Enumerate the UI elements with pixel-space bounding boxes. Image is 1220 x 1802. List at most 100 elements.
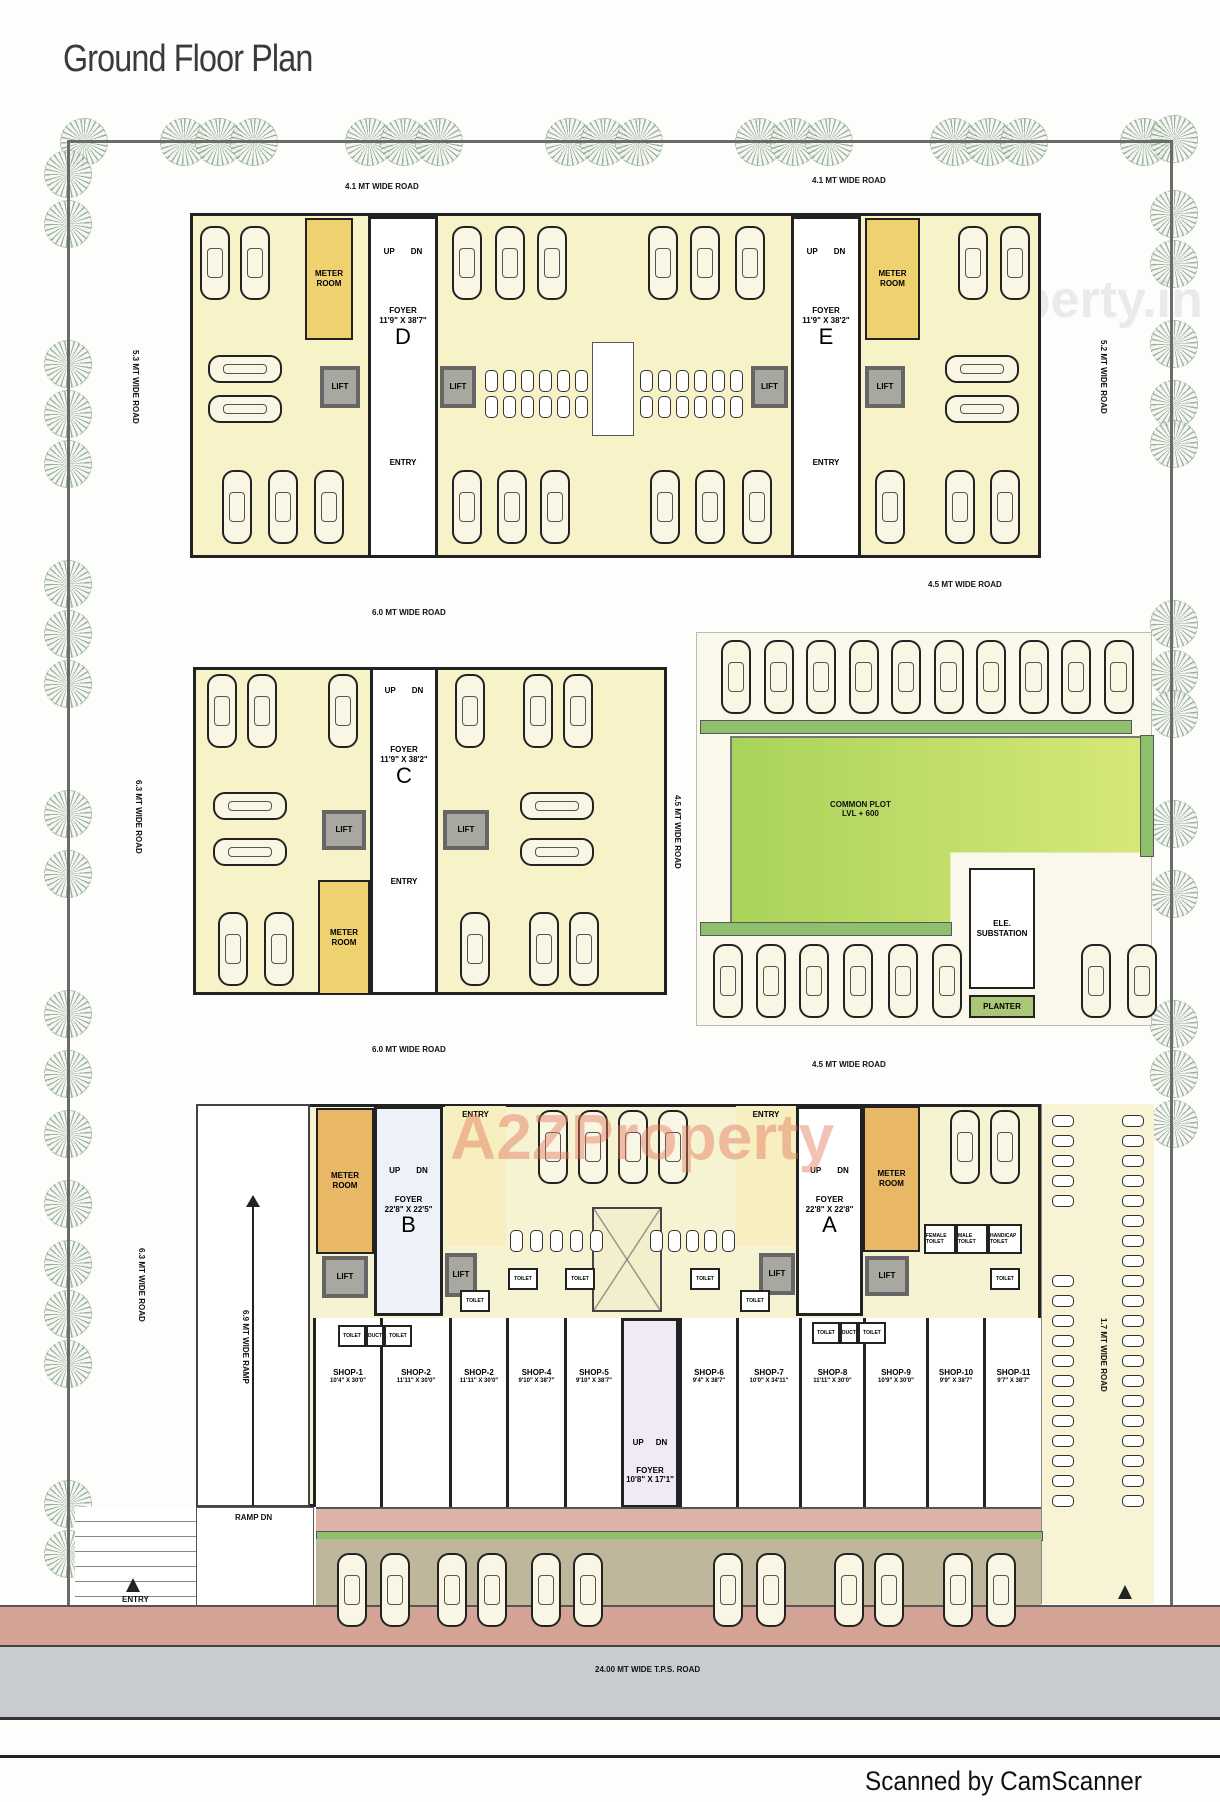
two-wheeler-space: [1122, 1415, 1144, 1427]
entry-arrow-icon: [1118, 1585, 1132, 1599]
shop-size: 9'10" X 38'7": [576, 1378, 612, 1385]
two-wheeler-space: [1052, 1175, 1074, 1187]
meter-room-b: METER ROOM: [316, 1108, 374, 1254]
duct: DUCT: [366, 1325, 384, 1347]
lift-c-2[interactable]: LIFT: [443, 810, 489, 850]
car-parking-space: [569, 912, 599, 986]
stair-up: UP: [389, 1165, 401, 1175]
shop-size: 11'11" X 30'0": [459, 1378, 499, 1385]
shop-name: SHOP-5: [579, 1368, 609, 1377]
lift-c-1[interactable]: LIFT: [322, 810, 366, 850]
two-wheeler-space: [1122, 1495, 1144, 1507]
shop-size: 10'9" X 30'0": [878, 1378, 914, 1385]
two-wheeler-space: [1052, 1435, 1074, 1447]
page-edge: [0, 1755, 1220, 1758]
lift-e-1[interactable]: LIFT: [751, 366, 788, 408]
entry-driveway[interactable]: [75, 1507, 196, 1607]
shop-size: 9'7" X 38'7": [997, 1378, 1030, 1385]
car-parking-space: [437, 1553, 467, 1627]
car-parking-space: [945, 355, 1019, 383]
tree-icon: [1150, 320, 1198, 368]
shop-size: 9'4" X 38'7": [692, 1378, 726, 1385]
road-label: 1.7 MT WIDE ROAD: [1099, 1318, 1108, 1392]
duct: DUCT: [840, 1322, 858, 1344]
entry-a[interactable]: ENTRY: [736, 1106, 796, 1246]
car-parking-space: [976, 640, 1006, 714]
car-parking-space: [990, 1110, 1020, 1184]
car-parking-space: [563, 674, 593, 748]
car-parking-space: [1000, 226, 1030, 300]
two-wheeler-space: [1122, 1175, 1144, 1187]
foyer-size: 10'8" X 17'1": [626, 1475, 674, 1485]
lift-a-2[interactable]: LIFT: [865, 1256, 909, 1296]
tree-icon: [1150, 1100, 1198, 1148]
two-wheeler-space: [1122, 1395, 1144, 1407]
two-wheeler-space: [712, 370, 725, 392]
ramp-label: 6.9 MT WIDE RAMP: [241, 1310, 250, 1384]
two-wheeler-space: [550, 1230, 563, 1252]
ramp-down[interactable]: [196, 1507, 314, 1607]
lift-a-1[interactable]: LIFT: [759, 1253, 795, 1295]
shop-name: SHOP-6: [694, 1368, 724, 1377]
two-wheeler-space: [1052, 1315, 1074, 1327]
lift-e-2[interactable]: LIFT: [865, 366, 905, 408]
car-parking-space: [452, 470, 482, 544]
shop-name: SHOP-1: [333, 1368, 363, 1377]
car-parking-space: [891, 640, 921, 714]
two-wheeler-space: [1122, 1375, 1144, 1387]
wing-letter-c: C: [396, 762, 412, 788]
car-parking-space: [648, 226, 678, 300]
car-parking-space: [756, 944, 786, 1018]
lift-b-1[interactable]: LIFT: [322, 1256, 368, 1298]
ramp-dn-label: RAMP DN: [235, 1513, 273, 1522]
road-label: 4.5 MT WIDE ROAD: [928, 580, 1002, 589]
road-label: 6.0 MT WIDE ROAD: [372, 608, 446, 617]
car-parking-space: [520, 838, 594, 866]
two-wheeler-space: [650, 1230, 663, 1252]
shop-name: SHOP-11: [996, 1368, 1031, 1377]
two-wheeler-space: [668, 1230, 681, 1252]
two-wheeler-space: [694, 370, 707, 392]
entry-b[interactable]: ENTRY: [445, 1106, 506, 1246]
car-parking-space: [888, 944, 918, 1018]
foyer-size: 22'8" X 22'5": [384, 1204, 433, 1214]
tree-icon: [1150, 190, 1198, 238]
lift-b-2[interactable]: LIFT: [445, 1253, 477, 1297]
tree-icon: [1150, 420, 1198, 468]
shop-name: SHOP-8: [817, 1368, 848, 1377]
toilet: TOILET: [990, 1268, 1020, 1290]
lift-d-1[interactable]: LIFT: [320, 366, 360, 408]
car-parking-space: [986, 1553, 1016, 1627]
two-wheeler-space: [722, 1230, 735, 1252]
car-parking-space: [578, 1110, 608, 1184]
foyer-label: FOYER: [394, 1195, 423, 1205]
entry-label: ENTRY: [122, 1595, 149, 1604]
common-plot-name: COMMON PLOT: [830, 800, 891, 809]
tree-icon: [1150, 690, 1198, 738]
two-wheeler-space: [557, 396, 570, 418]
tree-icon: [1150, 1050, 1198, 1098]
lift-d-2[interactable]: LIFT: [440, 366, 476, 408]
two-wheeler-space: [521, 370, 534, 392]
car-parking-space: [763, 640, 794, 714]
toilet: TOILET: [858, 1322, 886, 1344]
two-wheeler-space: [1122, 1235, 1144, 1247]
footpath: [0, 1605, 1220, 1647]
car-parking-space: [213, 792, 287, 820]
main-road-label: 24.00 MT WIDE T.P.S. ROAD: [595, 1665, 701, 1674]
shop-size: 11'11" X 30'0": [813, 1378, 852, 1385]
car-parking-space: [497, 470, 527, 544]
stair-up: UP: [632, 1438, 644, 1448]
